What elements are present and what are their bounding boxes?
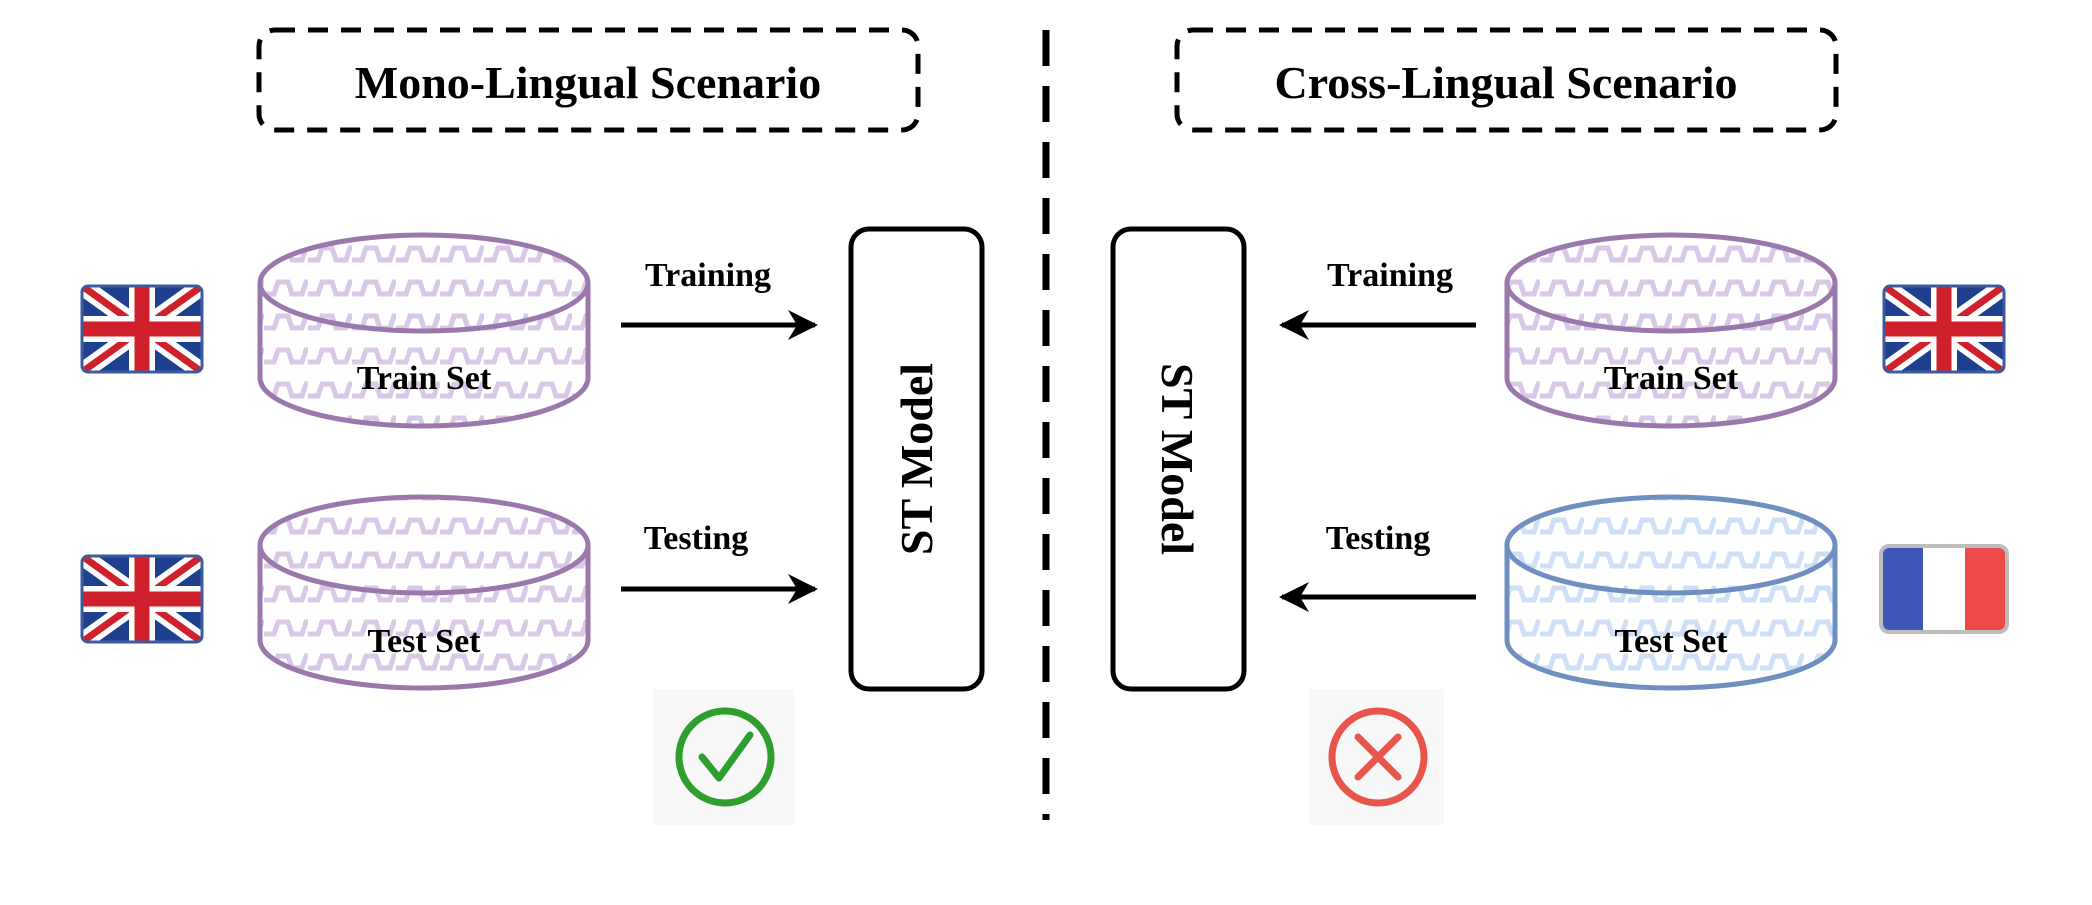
st-model-label: ST Model — [891, 363, 942, 555]
st-model-label: ST Model — [1152, 363, 1203, 555]
train-set-label: Train Set — [1604, 360, 1739, 397]
st-model-box — [1110, 226, 1247, 692]
scenario-title: Cross-Lingual Scenario — [1274, 57, 1737, 108]
scenario-title-box — [1174, 27, 1839, 133]
scenario-title-box — [256, 27, 921, 133]
test-set-cylinder: Test Set — [1504, 494, 1838, 691]
check-circle-icon — [653, 689, 794, 825]
uk-flag-icon — [1882, 284, 2006, 374]
france-flag-icon — [1879, 544, 2009, 634]
test-set-label: Test Set — [1614, 623, 1728, 660]
test-set-cylinder: Test Set — [257, 494, 591, 691]
train-set-cylinder: Train Set — [257, 232, 591, 429]
mono-lingual-panel: Mono-Lingual Scenario Train Set — [80, 27, 985, 825]
training-label: Training — [645, 257, 771, 294]
train-set-label: Train Set — [357, 360, 492, 397]
uk-flag-icon — [80, 284, 204, 374]
train-set-cylinder: Train Set — [1504, 232, 1838, 429]
testing-label: Testing — [1326, 520, 1431, 557]
cross-lingual-panel: Cross-Lingual Scenario ST Model Training… — [1110, 27, 2009, 825]
st-model-box — [848, 226, 985, 692]
uk-flag-icon — [80, 554, 204, 644]
x-circle-icon — [1309, 689, 1444, 825]
training-label: Training — [1327, 257, 1453, 294]
scenario-title: Mono-Lingual Scenario — [355, 57, 821, 108]
test-set-label: Test Set — [367, 623, 481, 660]
testing-label: Testing — [644, 520, 749, 557]
